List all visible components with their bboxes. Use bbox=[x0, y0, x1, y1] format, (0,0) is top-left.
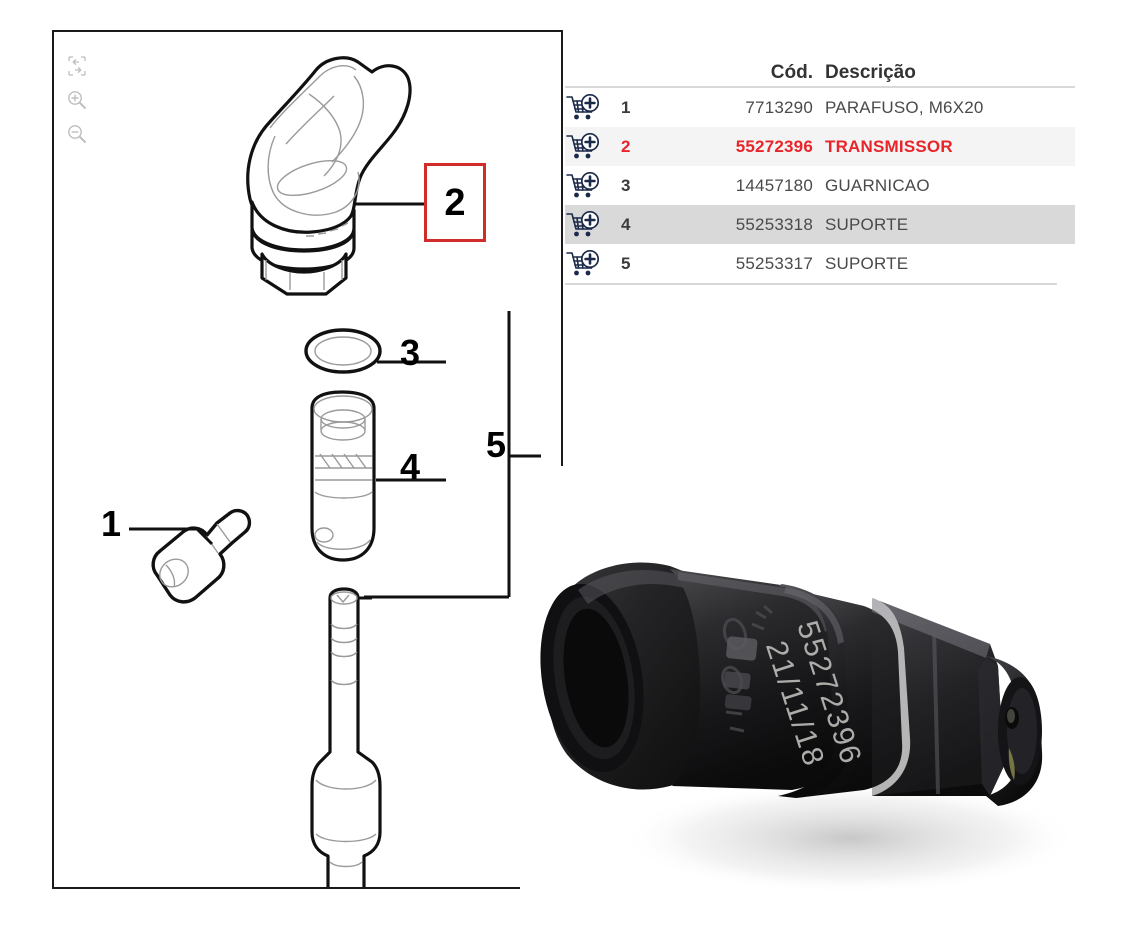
header-code: Cód. bbox=[770, 62, 813, 83]
cart-cell bbox=[565, 249, 621, 279]
cart-cell bbox=[565, 171, 621, 201]
add-to-cart-icon[interactable] bbox=[565, 249, 601, 279]
row-position: 4 bbox=[621, 214, 631, 234]
row-position: 1 bbox=[621, 97, 631, 117]
row-description: PARAFUSO, M6X20 bbox=[825, 97, 984, 117]
table-row[interactable]: 4 55253318 SUPORTE bbox=[565, 205, 1075, 244]
row-description: GUARNICAO bbox=[825, 175, 930, 195]
callout-label-3: 3 bbox=[400, 332, 421, 373]
parts-table: Cód. Descrição 1 7713290 bbox=[565, 52, 1075, 285]
table-row[interactable]: 2 55272396 TRANSMISSOR bbox=[565, 127, 1075, 166]
row-description: TRANSMISSOR bbox=[825, 136, 953, 156]
table-header-row: Cód. Descrição bbox=[565, 52, 1075, 88]
exploded-diagram-panel: 1 2 3 4 5 bbox=[52, 30, 563, 889]
zoom-in-icon[interactable] bbox=[62, 86, 92, 114]
row-position: 2 bbox=[621, 136, 631, 156]
callout-label-2: 2 bbox=[444, 181, 466, 224]
callout-label-5: 5 bbox=[486, 424, 507, 465]
row-code: 14457180 bbox=[735, 175, 813, 195]
callout-label-2-highlighted[interactable]: 2 bbox=[424, 163, 486, 242]
row-code: 55272396 bbox=[735, 136, 813, 156]
table-row[interactable]: 3 14457180 GUARNICAO bbox=[565, 166, 1075, 205]
callout-label-1: 1 bbox=[101, 503, 122, 544]
table-row[interactable]: 1 7713290 PARAFUSO, M6X20 bbox=[565, 88, 1075, 127]
row-description: SUPORTE bbox=[825, 214, 909, 234]
cart-cell bbox=[565, 93, 621, 123]
row-position: 5 bbox=[621, 253, 631, 273]
row-code: 55253318 bbox=[735, 214, 813, 234]
add-to-cart-icon[interactable] bbox=[565, 210, 601, 240]
row-code: 55253317 bbox=[735, 253, 813, 273]
diagram-drawing bbox=[54, 32, 561, 887]
product-photo: 55272396 21/11/18 bbox=[520, 466, 1128, 945]
row-description: SUPORTE bbox=[825, 253, 909, 273]
header-description: Descrição bbox=[825, 62, 916, 83]
row-position: 3 bbox=[621, 175, 631, 195]
row-code: 7713290 bbox=[745, 97, 813, 117]
add-to-cart-icon[interactable] bbox=[565, 132, 601, 162]
cart-cell bbox=[565, 210, 621, 240]
callout-label-4: 4 bbox=[400, 446, 421, 487]
add-to-cart-icon[interactable] bbox=[565, 171, 601, 201]
add-to-cart-icon[interactable] bbox=[565, 93, 601, 123]
table-row[interactable]: 5 55253317 SUPORTE bbox=[565, 244, 1075, 283]
zoom-out-icon[interactable] bbox=[62, 120, 92, 148]
fit-to-screen-icon[interactable] bbox=[62, 52, 92, 80]
table-bottom-divider bbox=[565, 283, 1057, 285]
cart-cell bbox=[565, 132, 621, 162]
diagram-toolbar bbox=[62, 52, 102, 148]
